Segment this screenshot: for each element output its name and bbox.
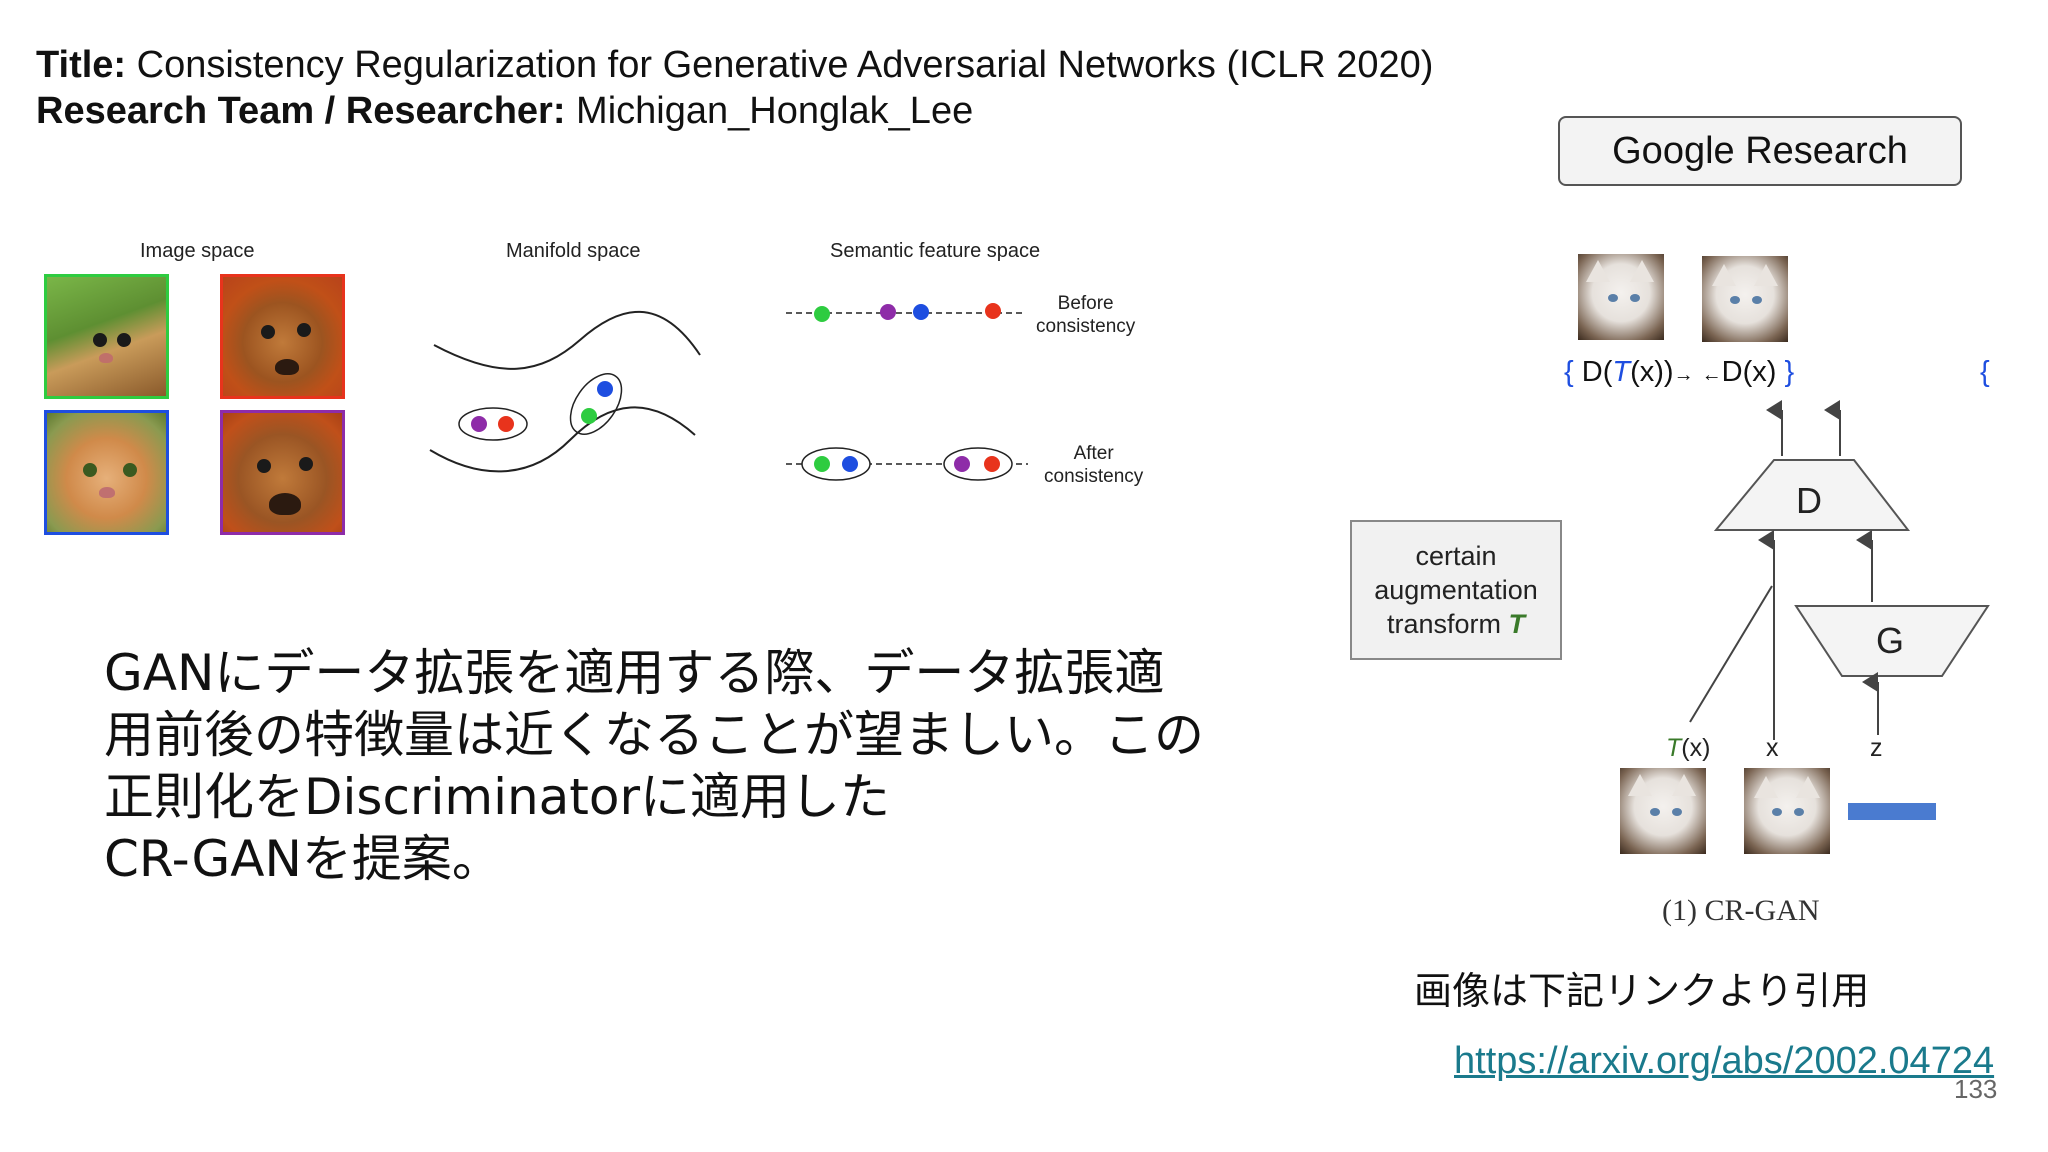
manifold-cluster-left (458, 407, 528, 441)
generator-label: G (1876, 620, 1905, 661)
original-cat-image-top (1702, 256, 1788, 342)
title-line: Title: Consistency Regularization for Ge… (36, 44, 1433, 87)
after-dot-blue (842, 456, 858, 472)
kitten-photo-1 (44, 274, 169, 399)
after-dot-green (814, 456, 830, 472)
description-line-4: CR-GANを提案。 (104, 830, 502, 888)
x-label: x (1766, 734, 1779, 762)
puppy-photo-1 (220, 274, 345, 399)
puppy-photo-2 (220, 410, 345, 535)
before-consistency-label: Before consistency (1036, 293, 1136, 337)
manifold-upper-curve (433, 310, 701, 370)
manifold-semantic-diagram (429, 303, 1028, 481)
dot-red (498, 416, 514, 432)
after-dot-red (984, 456, 1000, 472)
original-cat-image-bottom (1744, 768, 1830, 854)
before-dot-blue (913, 304, 929, 320)
augmented-cat-image-bottom (1620, 768, 1706, 854)
title-label: Title: (36, 44, 127, 86)
after-cluster-left (801, 447, 871, 481)
dot-purple (471, 416, 487, 432)
discriminator-shape (1713, 459, 1911, 531)
cr-gan-caption: (1) CR-GAN (1662, 894, 1820, 927)
after-dot-purple (954, 456, 970, 472)
manifold-space-label: Manifold space (506, 240, 641, 262)
page-number: 133 (1954, 1074, 1998, 1104)
badge-text: Google Research (1612, 129, 1908, 172)
team-name: Michigan_Honglak_Lee (576, 90, 974, 132)
augmentation-transform-box: certain augmentation transform T (1350, 520, 1562, 660)
team-label: Research Team / Researcher: (36, 90, 566, 132)
latent-z-bar (1848, 803, 1936, 820)
before-dot-red (985, 303, 1001, 319)
arxiv-link[interactable]: https://arxiv.org/abs/2002.04724 (1454, 1040, 1995, 1082)
description-text: GANにデータ拡張を適用する際、データ拡張適 用前後の特徴量は近くなることが望ま… (104, 642, 1264, 890)
generator-shape (1794, 605, 1990, 677)
paper-title: Consistency Regularization for Generativ… (136, 44, 1434, 86)
citation-note: 画像は下記リンクより引用 (1414, 969, 1870, 1013)
team-line: Research Team / Researcher: Michigan_Hon… (36, 90, 973, 133)
after-cluster-right (943, 447, 1013, 481)
google-research-badge: Google Research (1558, 116, 1962, 186)
tx-label: T(x) (1666, 734, 1711, 762)
after-consistency-label: After consistency (1044, 443, 1144, 487)
dot-green (581, 408, 597, 424)
clipped-brace: { (1980, 356, 1990, 388)
line-tx-to-d (1689, 585, 1773, 723)
description-line-3: 正則化をDiscriminatorに適用した (104, 768, 891, 826)
description-line-2: 用前後の特徴量は近くなることが望ましい。この (104, 706, 1204, 764)
before-dot-purple (880, 304, 896, 320)
manifold-lower-curve (429, 406, 696, 473)
augmented-cat-image-top (1578, 254, 1664, 340)
z-label: z (1870, 734, 1883, 762)
dot-blue (597, 381, 613, 397)
kitten-photo-2 (44, 410, 169, 535)
before-dot-green (814, 306, 830, 322)
consistency-formula: { D(T(x))→ ←D(x) } (1564, 356, 1795, 388)
manifold-cluster-right (569, 373, 623, 435)
discriminator-label: D (1796, 480, 1822, 521)
semantic-space-label: Semantic feature space (830, 240, 1041, 262)
description-line-1: GANにデータ拡張を適用する際、データ拡張適 (104, 644, 1165, 702)
image-space-label: Image space (140, 240, 255, 262)
